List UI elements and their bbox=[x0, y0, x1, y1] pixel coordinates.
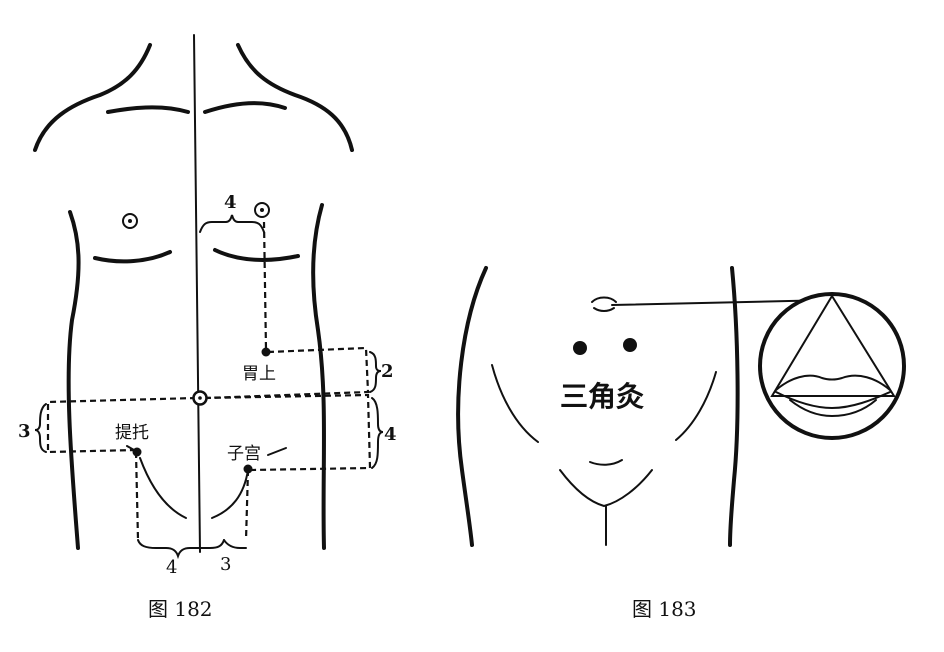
measure-bottom-right: 3 bbox=[220, 554, 231, 575]
acupoint-weishang bbox=[261, 347, 271, 357]
measurement-lines bbox=[46, 214, 372, 541]
right-nipple bbox=[254, 202, 270, 218]
right-torso-side bbox=[311, 203, 326, 550]
midline bbox=[193, 34, 201, 553]
figure-183: 三角灸 图 183 bbox=[456, 266, 906, 621]
right-clavicle bbox=[203, 101, 287, 114]
right-groin-curve bbox=[211, 469, 249, 519]
right-chest-line bbox=[213, 248, 300, 262]
chin-line bbox=[559, 469, 653, 508]
left-nipple bbox=[122, 213, 138, 229]
left-torso-side bbox=[66, 210, 81, 550]
figure-182: 胃上 提托 子宫 4 2 4 3 4 3 图 182 bbox=[18, 34, 397, 621]
face-right-outline bbox=[728, 266, 740, 547]
right-cheek-curve bbox=[675, 371, 717, 441]
measure-top: 4 bbox=[224, 192, 237, 213]
left-chest-line bbox=[93, 250, 172, 264]
mouth-marker bbox=[591, 296, 617, 312]
triangle-moxibustion-label: 三角灸 bbox=[560, 380, 644, 413]
caption-figure-182: 图 182 bbox=[148, 597, 213, 621]
acupoint-right bbox=[623, 338, 637, 352]
acupoint-navel bbox=[192, 390, 208, 406]
left-brace bbox=[34, 403, 47, 453]
acupoint-tituo bbox=[126, 445, 142, 457]
pointer-line bbox=[611, 299, 833, 306]
right-lower-brace bbox=[371, 397, 384, 469]
face-left-outline bbox=[456, 266, 488, 547]
right-neck-line bbox=[236, 43, 354, 152]
bottom-brace bbox=[137, 539, 225, 560]
left-neck-line bbox=[33, 43, 152, 152]
left-groin-curve bbox=[139, 457, 187, 519]
acupoint-left bbox=[573, 341, 587, 355]
point-label-tituo: 提托 bbox=[115, 423, 149, 443]
left-clavicle bbox=[106, 105, 190, 114]
acupoint-zigong bbox=[243, 447, 287, 474]
triangle-inset bbox=[758, 292, 906, 440]
left-cheek-curve bbox=[491, 364, 539, 443]
measure-right-upper: 2 bbox=[381, 361, 394, 382]
caption-figure-183: 图 183 bbox=[632, 597, 697, 621]
measure-left: 3 bbox=[18, 421, 31, 442]
right-upper-brace bbox=[369, 351, 382, 393]
point-label-zigong: 子宫 bbox=[227, 444, 261, 464]
mouth-line bbox=[589, 459, 623, 466]
measure-right-lower: 4 bbox=[384, 424, 397, 445]
point-label-weishang: 胃上 bbox=[242, 364, 276, 384]
measure-bottom-left: 4 bbox=[166, 557, 177, 578]
